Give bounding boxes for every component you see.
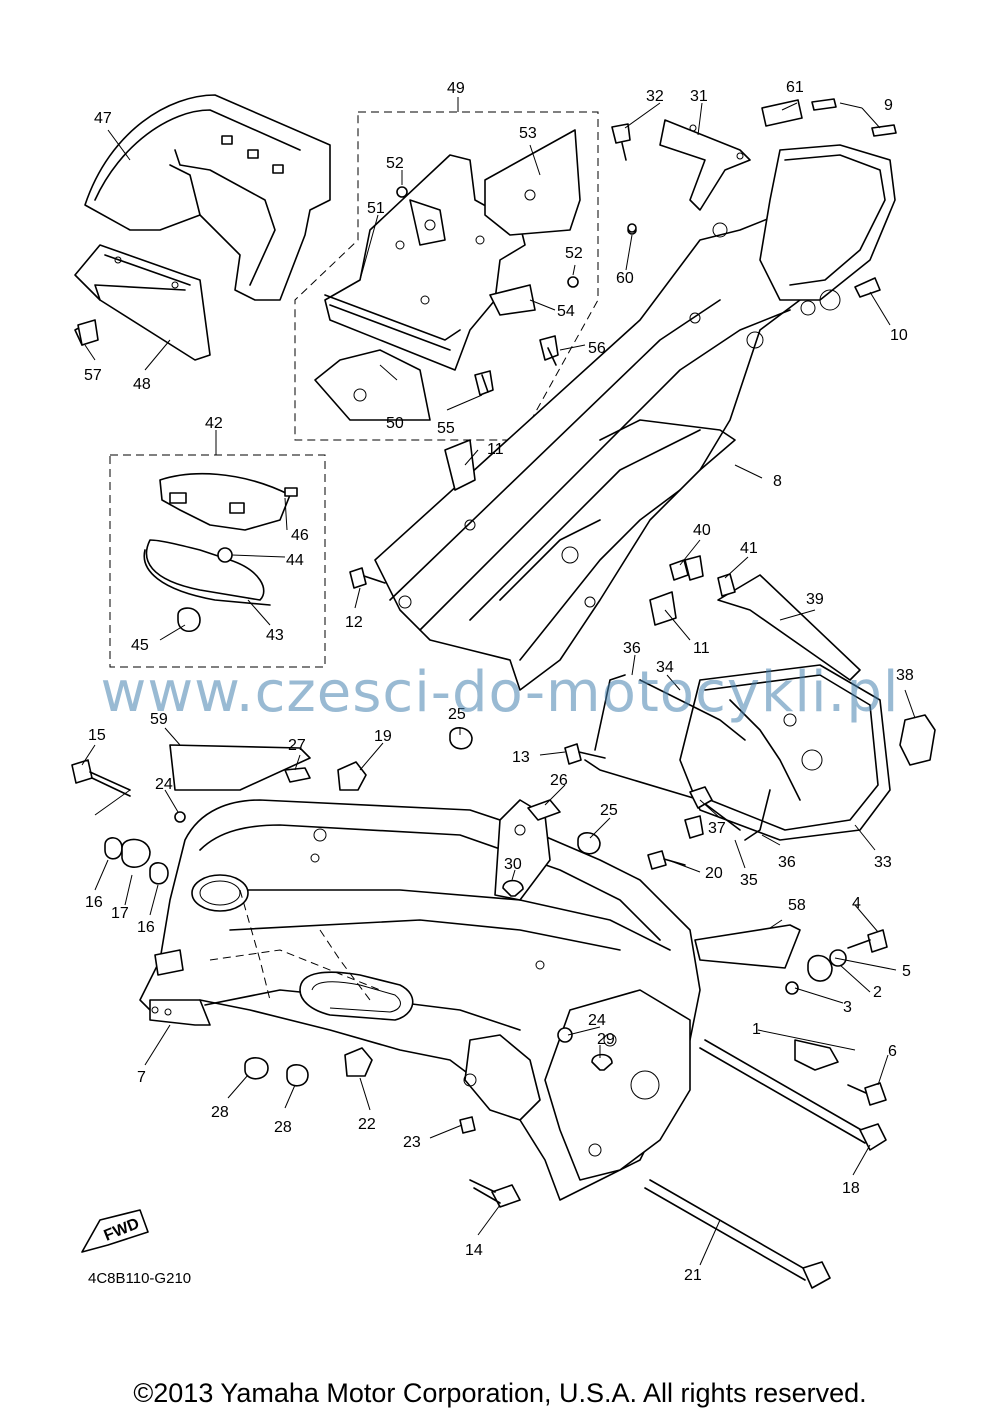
leader-lines: [81, 97, 916, 1266]
callout-36b: 36: [778, 854, 796, 871]
callout-24a: 24: [155, 776, 173, 793]
callout-25a: 25: [448, 706, 466, 723]
callout-50: 50: [386, 415, 404, 432]
callout-48: 48: [133, 376, 151, 393]
callout-4: 4: [852, 895, 861, 912]
hardware-parts: [71, 223, 888, 1289]
callout-61: 61: [786, 79, 804, 96]
callout-49: 49: [447, 80, 465, 97]
callout-5: 5: [902, 963, 911, 980]
callout-35: 35: [740, 872, 758, 889]
copyright-notice: ©2013 Yamaha Motor Corporation, U.S.A. A…: [133, 1378, 867, 1408]
callout-59: 59: [150, 711, 168, 728]
callout-30: 30: [504, 856, 522, 873]
callout-53: 53: [519, 125, 537, 142]
rear-fender-part: [584, 555, 936, 841]
callout-31: 31: [690, 88, 708, 105]
callout-39: 39: [806, 591, 824, 608]
callout-19: 19: [374, 728, 392, 745]
callout-52a: 52: [386, 155, 404, 172]
callout-6: 6: [888, 1043, 897, 1060]
callout-41: 41: [740, 540, 758, 557]
callout-11b: 11: [693, 640, 710, 657]
callout-38: 38: [896, 667, 914, 684]
callout-60: 60: [616, 270, 634, 287]
callout-1: 1: [752, 1021, 761, 1038]
callout-26: 26: [550, 772, 568, 789]
callout-25b: 25: [600, 802, 618, 819]
callout-9: 9: [884, 97, 893, 114]
callout-16b: 16: [137, 919, 155, 936]
rear-cover-part: [74, 94, 331, 361]
callout-13: 13: [512, 749, 530, 766]
callout-42: 42: [205, 415, 223, 432]
callout-28b: 28: [274, 1119, 292, 1136]
callout-24b: 24: [588, 1012, 606, 1029]
callout-56: 56: [588, 340, 606, 357]
group-42-box: [109, 454, 326, 668]
callout-2: 2: [873, 984, 882, 1001]
callout-27: 27: [288, 737, 306, 754]
main-frame-part: [139, 799, 701, 1201]
callout-47: 47: [94, 110, 112, 127]
callout-46: 46: [291, 527, 309, 544]
callout-12: 12: [345, 614, 363, 631]
callout-8: 8: [773, 473, 782, 490]
callout-33: 33: [874, 854, 892, 871]
diagram-code: 4C8B110-G210: [88, 1270, 192, 1287]
callout-3: 3: [843, 999, 852, 1016]
callout-44: 44: [286, 552, 304, 569]
callout-57: 57: [84, 367, 102, 384]
callout-10: 10: [890, 327, 908, 344]
callout-52b: 52: [565, 245, 583, 262]
fwd-arrow-icon: FWD: [81, 1209, 149, 1253]
callout-11a: 11: [487, 441, 504, 458]
callout-29: 29: [597, 1031, 615, 1048]
callout-37: 37: [708, 820, 726, 837]
group-49-box: [294, 111, 599, 441]
callout-51: 51: [367, 200, 385, 217]
callout-7: 7: [137, 1069, 146, 1086]
callout-15: 15: [88, 727, 106, 744]
callout-43: 43: [266, 627, 284, 644]
callout-23: 23: [403, 1134, 421, 1151]
callout-22: 22: [358, 1116, 376, 1133]
callout-32: 32: [646, 88, 664, 105]
rear-subframe-part: [374, 98, 897, 691]
callout-14: 14: [465, 1242, 483, 1259]
callout-45: 45: [131, 637, 149, 654]
callout-55: 55: [437, 420, 455, 437]
callout-34: 34: [656, 659, 674, 676]
callout-16a: 16: [85, 894, 103, 911]
callout-54: 54: [557, 303, 575, 320]
callout-28a: 28: [211, 1104, 229, 1121]
callout-20: 20: [705, 865, 723, 882]
callout-17: 17: [111, 905, 129, 922]
callout-labels: 1 2 3 4 5 6 7 8 9 10 11 11 12 13 14 15 1…: [84, 79, 914, 1284]
callout-18: 18: [842, 1180, 860, 1197]
callout-36a: 36: [623, 640, 641, 657]
callout-40: 40: [693, 522, 711, 539]
callout-58: 58: [788, 897, 806, 914]
callout-21: 21: [684, 1267, 702, 1284]
